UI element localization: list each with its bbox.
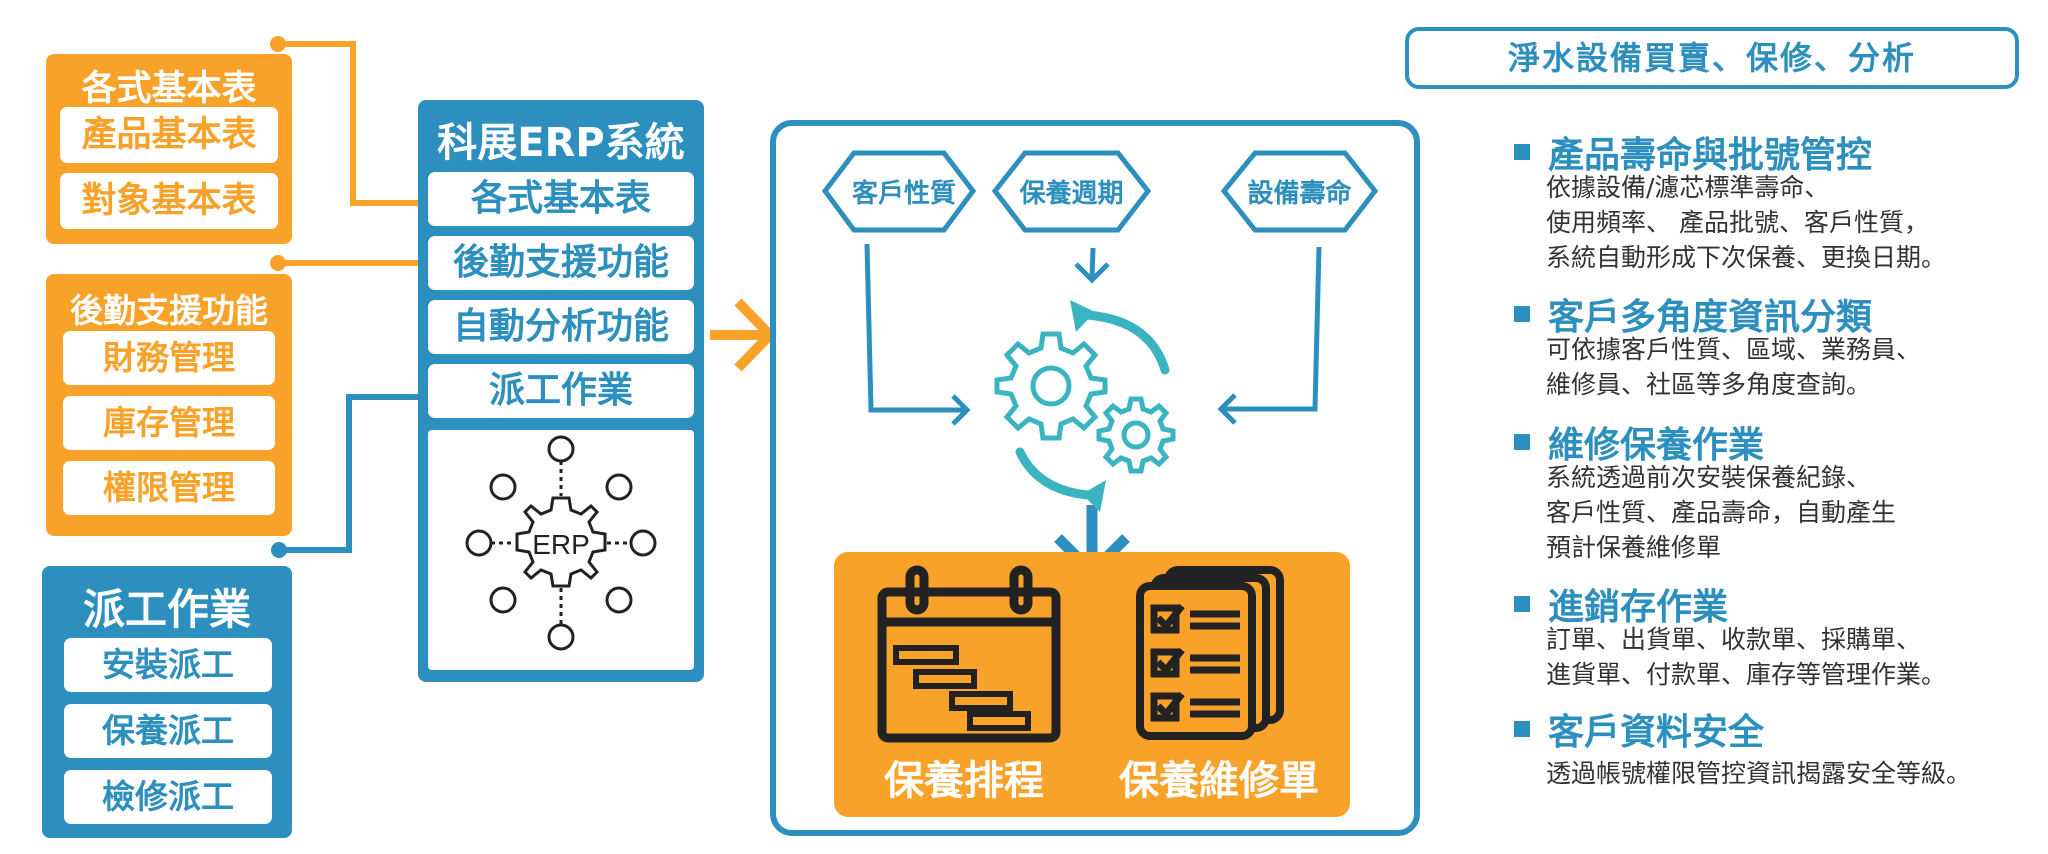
schedule-calendar-icon	[877, 565, 1061, 743]
feature-line: 系統透過前次安裝保養紀錄、	[1546, 463, 1872, 492]
hex-label-equipment-life: 設備壽命	[1247, 179, 1352, 209]
logistics-item[interactable]: 權限管理	[63, 461, 275, 515]
hex-label-customer-type: 客戶性質	[851, 179, 956, 209]
basic-table-item[interactable]: 產品基本表	[60, 107, 278, 163]
erp-item-logistics[interactable]: 後勤支援功能	[428, 236, 694, 290]
hex-service-cycle	[991, 150, 1152, 233]
erp-network-icon: ERP	[465, 435, 657, 651]
dispatch-panel: 派工作業 安裝派工 保養派工 檢修派工	[42, 566, 292, 838]
hex-customer-type	[821, 150, 977, 233]
erp-item-dispatch[interactable]: 派工作業	[428, 364, 694, 418]
feature-title: 客戶多角度資訊分類	[1548, 297, 1873, 338]
bullet-icon	[1514, 721, 1530, 737]
connector-basic-tables	[278, 41, 462, 206]
analysis-flow	[821, 150, 1379, 580]
feature-line: 可依據客戶性質、區域、業務員、	[1546, 335, 1922, 364]
feature-line: 維修員、社區等多角度查詢。	[1546, 370, 1872, 399]
bullet-icon	[1514, 144, 1530, 160]
hex-equipment-life	[1220, 150, 1379, 233]
feature-title: 客戶資料安全	[1548, 712, 1765, 753]
logistics-panel: 後勤支援功能 財務管理 庫存管理 權限管理	[46, 274, 292, 536]
checklist-forms-icon	[1136, 566, 1284, 740]
erp-icon-area: ERP	[428, 430, 694, 670]
erp-item-analysis[interactable]: 自動分析功能	[428, 300, 694, 354]
bullet-icon	[1514, 434, 1530, 450]
output-panel: 保養排程 保養維修單	[834, 552, 1350, 817]
basic-table-item[interactable]: 對象基本表	[60, 173, 278, 229]
basic-tables-panel: 各式基本表 產品基本表 對象基本表	[46, 54, 292, 244]
feature-line: 客戶性質、產品壽命，自動產生	[1546, 498, 1897, 527]
feature-line: 訂單、出貨單、收款單、採購單、	[1546, 625, 1922, 654]
connector-dispatch	[279, 394, 450, 553]
output-order-label: 保養維修單	[1119, 758, 1319, 804]
feature-line: 透過帳號權限管控資訊揭露安全等級。	[1546, 759, 1972, 788]
hex-label-service-cycle: 保養週期	[1019, 179, 1124, 209]
dispatch-item[interactable]: 檢修派工	[64, 770, 272, 824]
flow-arrow-icon	[710, 298, 777, 372]
gears-icon	[994, 331, 1176, 474]
feature-line: 依據設備/濾芯標準壽命、	[1546, 173, 1830, 202]
feature-title: 產品壽命與批號管控	[1548, 135, 1873, 176]
bullet-icon	[1514, 596, 1530, 612]
feature-line: 系統自動形成下次保養、更換日期。	[1546, 243, 1947, 272]
feature-line: 預計保養維修單	[1546, 533, 1722, 562]
basic-tables-title: 各式基本表	[81, 69, 257, 109]
feature-list: 產品壽命與批號管控 依據設備/濾芯標準壽命、 使用頻率、 產品批號、客戶性質， …	[1510, 128, 2040, 808]
erp-panel: 科展ERP系統 各式基本表 後勤支援功能 自動分析功能 派工作業	[418, 100, 704, 682]
erp-title: 科展ERP系統	[437, 120, 685, 166]
dispatch-item[interactable]: 保養派工	[64, 704, 272, 758]
feature-line: 使用頻率、 產品批號、客戶性質，	[1546, 208, 1929, 237]
output-schedule-label: 保養排程	[884, 758, 1044, 804]
bullet-icon	[1514, 306, 1530, 322]
logistics-title: 後勤支援功能	[70, 291, 268, 330]
dispatch-title: 派工作業	[82, 585, 251, 634]
feature-line: 進貨單、付款單、庫存等管理作業。	[1546, 660, 1947, 689]
header-box: 淨水設備買賣、保修、分析	[1405, 27, 2019, 89]
dispatch-item[interactable]: 安裝派工	[64, 638, 272, 692]
feature-title: 進銷存作業	[1548, 587, 1729, 628]
logistics-item[interactable]: 財務管理	[63, 331, 275, 385]
feature-title: 維修保養作業	[1548, 425, 1765, 466]
erp-item-basic-tables[interactable]: 各式基本表	[428, 172, 694, 226]
erp-icon-label: ERP	[532, 529, 590, 560]
logistics-item[interactable]: 庫存管理	[63, 396, 275, 450]
